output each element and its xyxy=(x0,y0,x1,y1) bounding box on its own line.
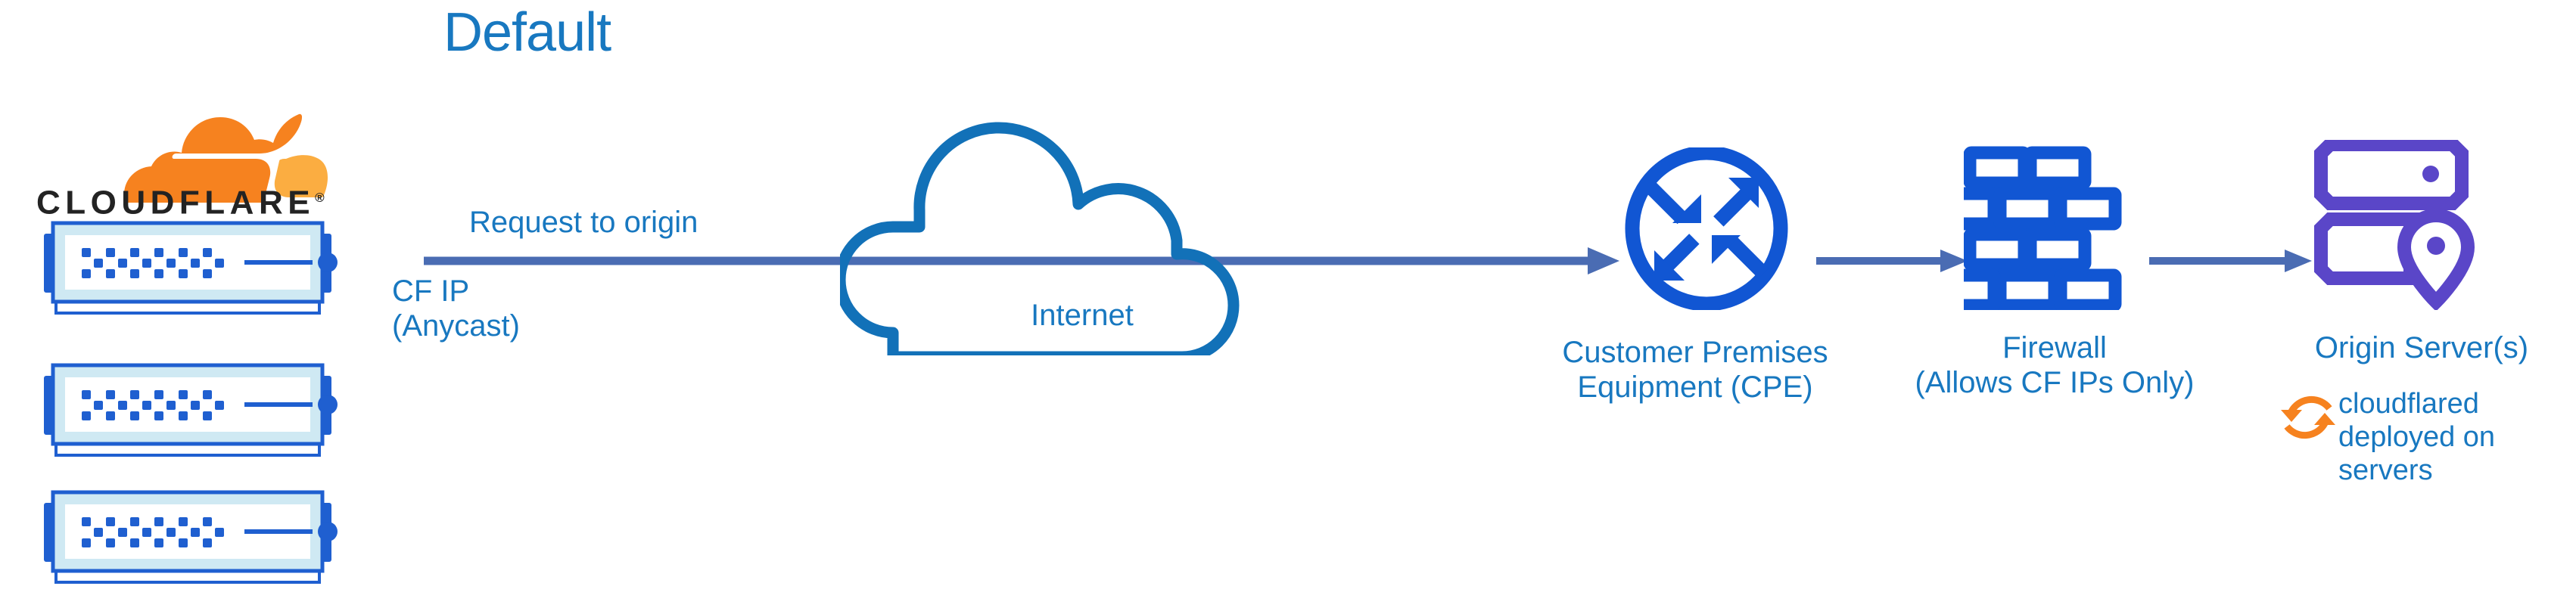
server-rack-icon xyxy=(29,217,347,323)
origin-server-label: Origin Server(s) xyxy=(2314,331,2529,364)
cloudflare-wordmark: CLOUDFLARE® xyxy=(36,179,348,222)
edge-origin-request-label: Request to origin xyxy=(469,206,698,239)
cpe-label-line1: Customer Premises xyxy=(1562,336,1828,369)
cloudflare-logo-icon xyxy=(36,106,347,208)
cf-ip-label-line2: (Anycast) xyxy=(392,309,520,343)
firewall-label-line1: Firewall xyxy=(2002,331,2107,364)
server-rack-icon xyxy=(29,359,347,465)
cloudflared-line3: servers xyxy=(2338,454,2433,486)
router-icon xyxy=(1619,145,1794,312)
server-rack-icon xyxy=(29,486,347,592)
edge-origin-request-arrow xyxy=(424,246,1619,276)
edge-cpe-firewall-arrow xyxy=(1816,250,1968,272)
page-title: Default xyxy=(443,2,611,63)
cpe-label: Customer Premises Equipment (CPE) xyxy=(1536,335,1854,405)
internet-label: Internet xyxy=(1031,299,1134,332)
edge-firewall-origin-arrow xyxy=(2149,250,2312,272)
registered-trademark-icon: ® xyxy=(315,191,325,205)
cf-ip-label: CF IP (Anycast) xyxy=(392,274,520,343)
sync-arrows-icon xyxy=(2278,387,2338,448)
origin-server-icon xyxy=(2312,138,2494,312)
firewall-label-line2: (Allows CF IPs Only) xyxy=(1915,366,2195,399)
firewall-label: Firewall (Allows CF IPs Only) xyxy=(1892,330,2217,400)
cloudflared-annotation: cloudflared deployed on servers xyxy=(2338,387,2495,487)
cpe-label-line2: Equipment (CPE) xyxy=(1577,371,1813,404)
brand-name: CLOUDFLARE xyxy=(36,184,316,222)
cloudflared-line1: cloudflared xyxy=(2338,388,2479,420)
cloudflared-line2: deployed on xyxy=(2338,421,2496,453)
cf-ip-label-line1: CF IP xyxy=(392,274,470,308)
cloud-icon xyxy=(834,106,1294,363)
firewall-brick-icon xyxy=(1933,144,2130,312)
